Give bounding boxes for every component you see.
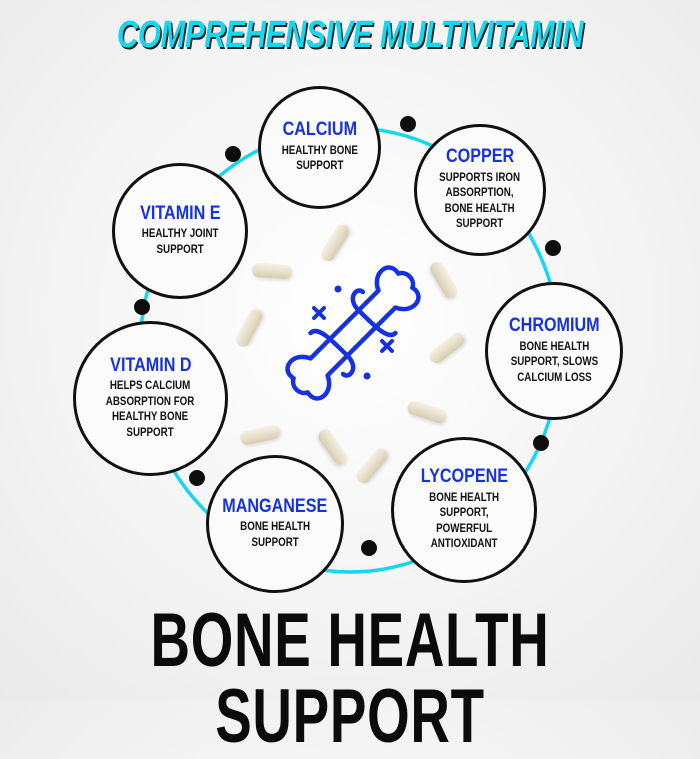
headline: COMPREHENSIVE MULTIVITAMIN bbox=[116, 14, 584, 56]
bone-icon bbox=[285, 265, 421, 401]
nutrient-description: BONE HEALTH SUPPORT, SLOWS CALCIUM LOSS bbox=[510, 340, 598, 384]
nutrient-description: BONE HEALTH SUPPORT, POWERFUL ANTIOXIDAN… bbox=[429, 491, 499, 551]
nutrient-description: HEALTHY BONE SUPPORT bbox=[281, 144, 358, 173]
nutrient-calcium: CALCIUM HEALTHY BONE SUPPORT bbox=[258, 86, 381, 209]
nutrient-name: CHROMIUM bbox=[508, 314, 600, 336]
ring-dot bbox=[361, 540, 377, 556]
ring-dot bbox=[225, 146, 241, 162]
ring-dot bbox=[400, 116, 416, 132]
nutrient-name: MANGANESE bbox=[222, 495, 328, 517]
nutrient-name: COPPER bbox=[445, 146, 515, 167]
nutrient-name: LYCOPENE bbox=[420, 466, 508, 487]
ring-dot bbox=[134, 299, 150, 315]
ring-dot bbox=[545, 240, 561, 256]
nutrient-chromium: CHROMIUM BONE HEALTH SUPPORT, SLOWS CALC… bbox=[485, 282, 623, 420]
footer-title: BONE HEALTH SUPPORT bbox=[150, 598, 550, 759]
nutrient-lycopene: LYCOPENE BONE HEALTH SUPPORT, POWERFUL A… bbox=[391, 437, 537, 583]
nutrient-copper: COPPER SUPPORTS IRON ABSORPTION, BONE HE… bbox=[414, 124, 546, 256]
nutrient-description: BONE HEALTH SUPPORT bbox=[240, 521, 310, 549]
ring-dots bbox=[134, 116, 561, 556]
nutrient-name: CALCIUM bbox=[282, 119, 357, 141]
nutrient-description: HELPS CALCIUM ABSORPTION FOR HEALTHY BON… bbox=[106, 380, 195, 439]
nutrient-description: HEALTHY JOINT SUPPORT bbox=[141, 228, 219, 256]
nutrient-description: SUPPORTS IRON ABSORPTION, BONE HEALTH SU… bbox=[439, 171, 521, 231]
nutrient-vitamin-e: VITAMIN E HEALTHY JOINT SUPPORT bbox=[112, 163, 248, 299]
ring-dot bbox=[189, 470, 205, 486]
nutrient-vitamin-d: VITAMIN D HELPS CALCIUM ABSORPTION FOR H… bbox=[73, 321, 228, 476]
nutrient-name: VITAMIN D bbox=[109, 354, 192, 376]
ring-dot bbox=[533, 435, 549, 451]
nutrient-name: VITAMIN E bbox=[139, 202, 221, 224]
nutrient-manganese: MANGANESE BONE HEALTH SUPPORT bbox=[206, 455, 344, 593]
